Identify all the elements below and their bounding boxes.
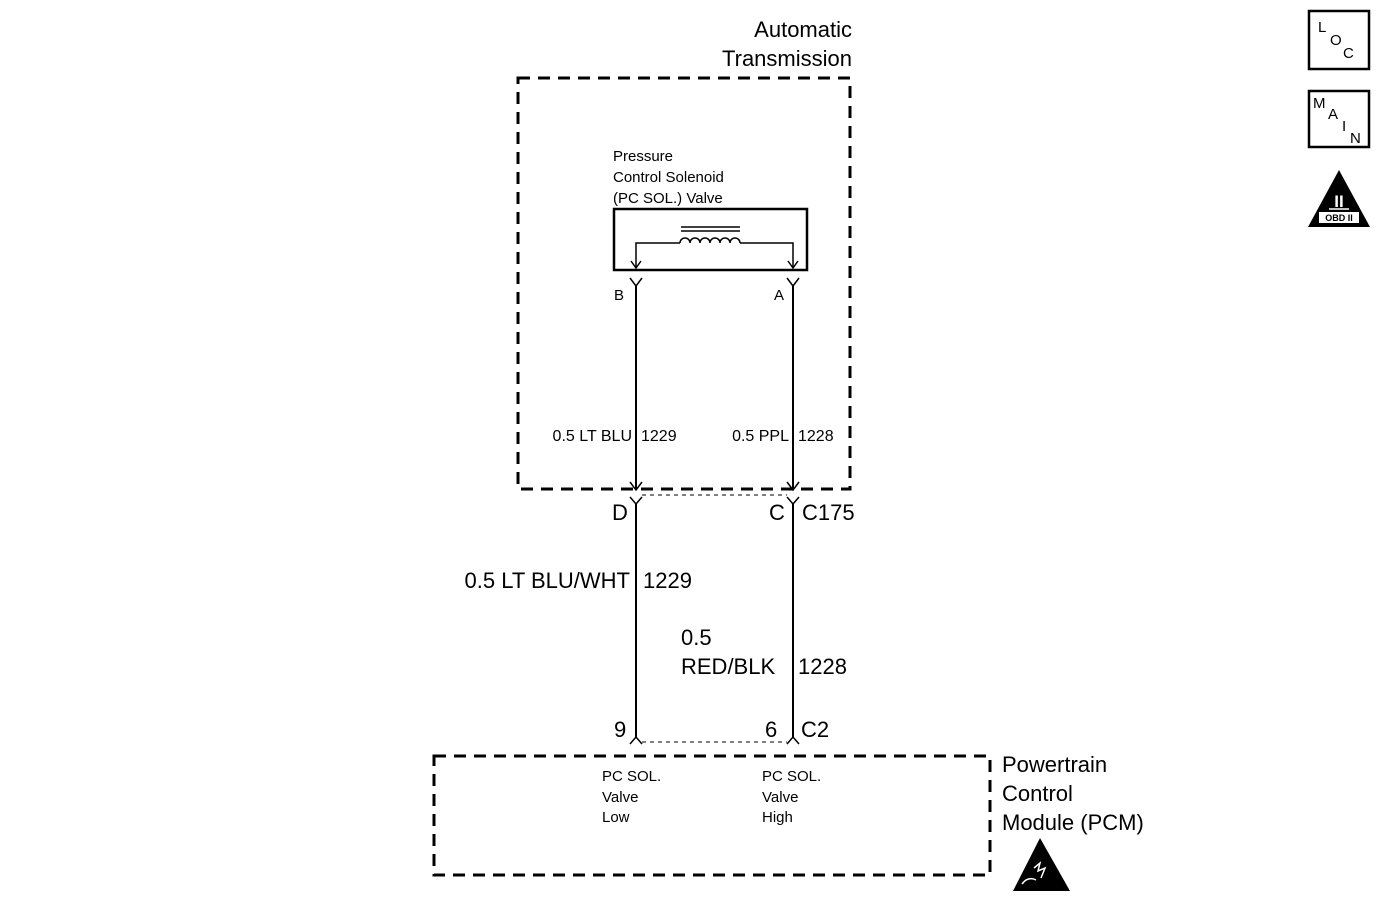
connector-c175: D C C175 (612, 494, 855, 525)
connector-pin-icon (629, 735, 643, 745)
wire-spec: 0.5 PPL (732, 428, 789, 445)
arrow-icon (787, 260, 799, 270)
obd-label: OBD II (1325, 213, 1353, 223)
connector-pin-icon (786, 277, 800, 288)
c2-pin-9: 9 (614, 717, 626, 742)
solenoid-body (612, 207, 809, 272)
wire-label-outer-right: 0.5 RED/BLK 1228 (681, 625, 847, 679)
pcm-input-high-line3: High (762, 809, 793, 826)
loc-letter-o: O (1330, 32, 1342, 49)
main-letter-m: M (1313, 95, 1326, 112)
connector-pin-icon (786, 496, 800, 506)
coil-icon (679, 226, 741, 244)
pcm-title-line1: Powertrain (1002, 752, 1107, 777)
pc-solenoid: Pressure Control Solenoid (PC SOL.) Valv… (612, 148, 809, 272)
esd-warning-icon (1013, 838, 1070, 891)
wire-label-inner-left: 0.5 LT BLU 1229 (553, 428, 677, 445)
c175-pin-d: D (612, 500, 628, 525)
pcm-boundary (432, 754, 992, 877)
obd-ii-icon[interactable]: II OBD II (1308, 170, 1370, 227)
c175-name: C175 (802, 500, 855, 525)
terminal-a-label: A (774, 287, 784, 304)
pcm-input-low-line1: PC SOL. (602, 768, 661, 785)
wire-circuit: 1228 (798, 428, 834, 445)
wire-circuit: 1229 (641, 428, 677, 445)
connector-pin-icon (629, 277, 643, 288)
main-button[interactable]: M A I N (1307, 89, 1371, 149)
pcm-input-high-line2: Valve (762, 789, 798, 806)
loc-letter-c: C (1343, 45, 1354, 62)
terminal-b-label: B (614, 287, 624, 304)
wire-spec-line2: RED/BLK (681, 654, 775, 679)
c175-pin-c: C (769, 500, 785, 525)
pcm-input-low-line3: Low (602, 809, 630, 826)
solenoid-internal-wire-a (740, 242, 794, 268)
arrow-icon (629, 481, 643, 492)
solenoid-label-line1: Pressure (613, 148, 673, 165)
main-letter-n: N (1350, 130, 1361, 147)
wire-circuit: 1228 (798, 654, 847, 679)
wire-spec-line1: 0.5 (681, 625, 712, 650)
c2-name: C2 (801, 717, 829, 742)
transmission-title-line2: Transmission (722, 46, 852, 71)
pcm-input-low-line2: Valve (602, 789, 638, 806)
connector-pin-icon (629, 496, 643, 506)
pcm-title-line2: Control (1002, 781, 1073, 806)
wire-spec: 0.5 LT BLU/WHT (465, 568, 630, 593)
transmission-component: Automatic Transmission (516, 17, 852, 491)
connector-c2: 9 6 C2 (614, 717, 829, 745)
main-letter-i: I (1342, 118, 1346, 135)
pcm-input-high-line1: PC SOL. (762, 768, 821, 785)
solenoid-label-line2: Control Solenoid (613, 169, 724, 186)
wire-label-outer-left: 0.5 LT BLU/WHT 1229 (465, 568, 692, 593)
arrow-icon (786, 481, 800, 492)
loc-letter-l: L (1318, 19, 1326, 36)
pcm-title-line3: Module (PCM) (1002, 810, 1144, 835)
wire-label-inner-right: 0.5 PPL 1228 (732, 428, 834, 445)
main-letter-a: A (1328, 106, 1338, 123)
wire-spec: 0.5 LT BLU (553, 428, 632, 445)
wire-circuit: 1229 (643, 568, 692, 593)
solenoid-internal-wire-b (635, 242, 680, 268)
solenoid-terminals: B A (614, 277, 800, 304)
c2-pin-6: 6 (765, 717, 777, 742)
connector-pin-icon (786, 735, 800, 745)
arrow-icon (630, 260, 642, 270)
obd-numeral: II (1334, 192, 1343, 211)
transmission-title-line1: Automatic (754, 17, 852, 42)
pcm-component: Powertrain Control Module (PCM) PC SOL. … (432, 752, 1144, 877)
loc-button[interactable]: L O C (1307, 9, 1371, 71)
solenoid-label-line3: (PC SOL.) Valve (613, 190, 723, 207)
transmission-boundary (516, 76, 852, 491)
